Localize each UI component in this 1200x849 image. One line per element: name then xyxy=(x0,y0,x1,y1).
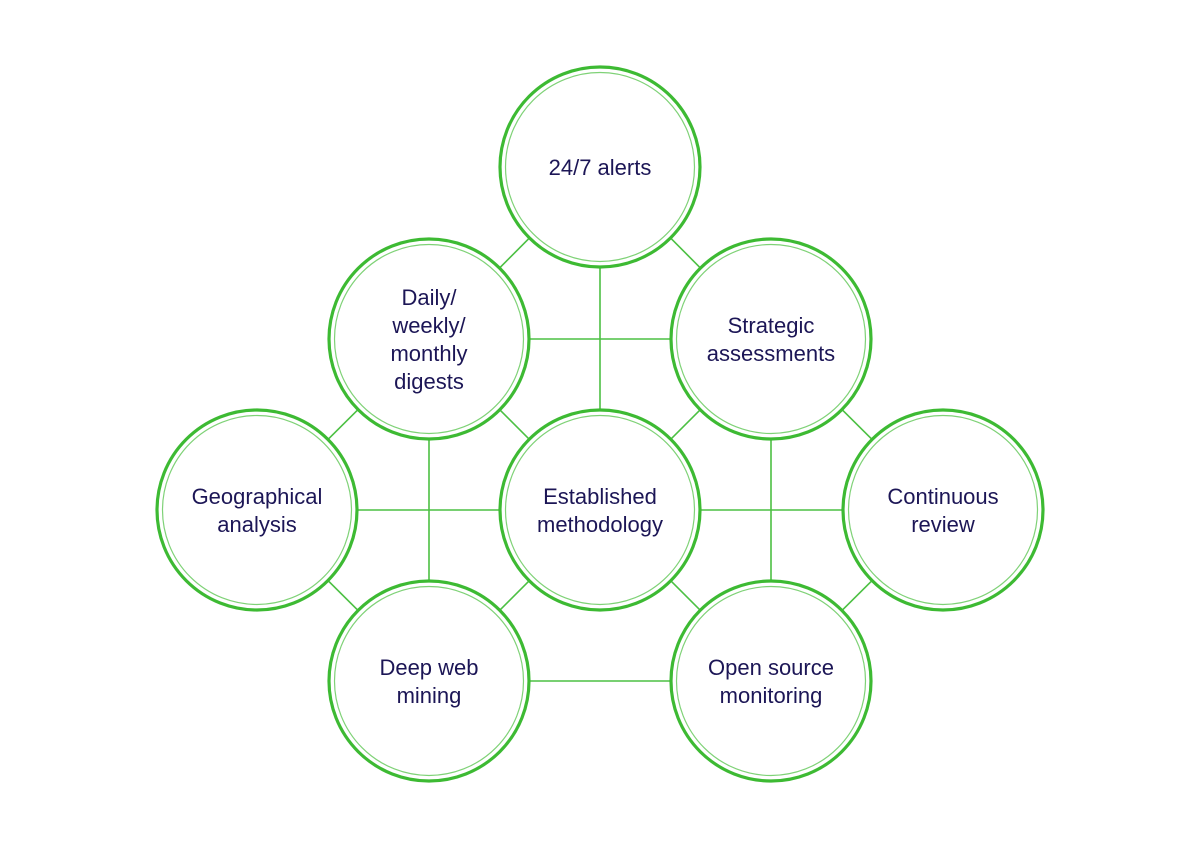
outer-ring xyxy=(669,237,873,441)
node-label: Daily/ xyxy=(401,285,457,310)
inner-ring xyxy=(675,243,867,435)
node-label: mining xyxy=(397,683,462,708)
outer-ring xyxy=(498,65,702,269)
node-methodology: Established methodology xyxy=(498,408,702,612)
node-label: Geographical xyxy=(192,484,323,509)
inner-ring xyxy=(675,585,867,777)
node-label: Open source xyxy=(708,655,834,680)
node-deepweb: Deep web mining xyxy=(327,579,531,783)
node-label: Continuous xyxy=(887,484,998,509)
inner-ring xyxy=(161,414,353,606)
node-label: monthly xyxy=(390,341,467,366)
inner-ring xyxy=(333,585,525,777)
node-label: Established xyxy=(543,484,657,509)
outer-ring xyxy=(327,579,531,783)
node-label: monitoring xyxy=(720,683,823,708)
outer-ring xyxy=(841,408,1045,612)
node-label: weekly/ xyxy=(391,313,466,338)
node-label: methodology xyxy=(537,512,663,537)
node-continuous: Continuous review xyxy=(841,408,1045,612)
node-opensource: Open source monitoring xyxy=(669,579,873,783)
node-label: assessments xyxy=(707,341,835,366)
node-geographical: Geographical analysis xyxy=(155,408,359,612)
inner-ring xyxy=(333,243,525,435)
node-label: 24/7 alerts xyxy=(549,155,652,180)
node-label: digests xyxy=(394,369,464,394)
node-digests: Daily/weekly/monthly digests xyxy=(327,237,531,441)
node-alerts: 24/7 alerts xyxy=(498,65,702,269)
outer-ring xyxy=(327,237,531,441)
outer-ring xyxy=(498,408,702,612)
inner-ring xyxy=(504,414,696,606)
outer-ring xyxy=(155,408,359,612)
inner-ring xyxy=(847,414,1039,606)
node-label: review xyxy=(911,512,975,537)
node-label: Strategic xyxy=(728,313,815,338)
inner-ring xyxy=(504,71,696,263)
node-label: Deep web xyxy=(379,655,478,680)
node-strategic: Strategic assessments xyxy=(669,237,873,441)
outer-ring xyxy=(669,579,873,783)
node-label: analysis xyxy=(217,512,296,537)
